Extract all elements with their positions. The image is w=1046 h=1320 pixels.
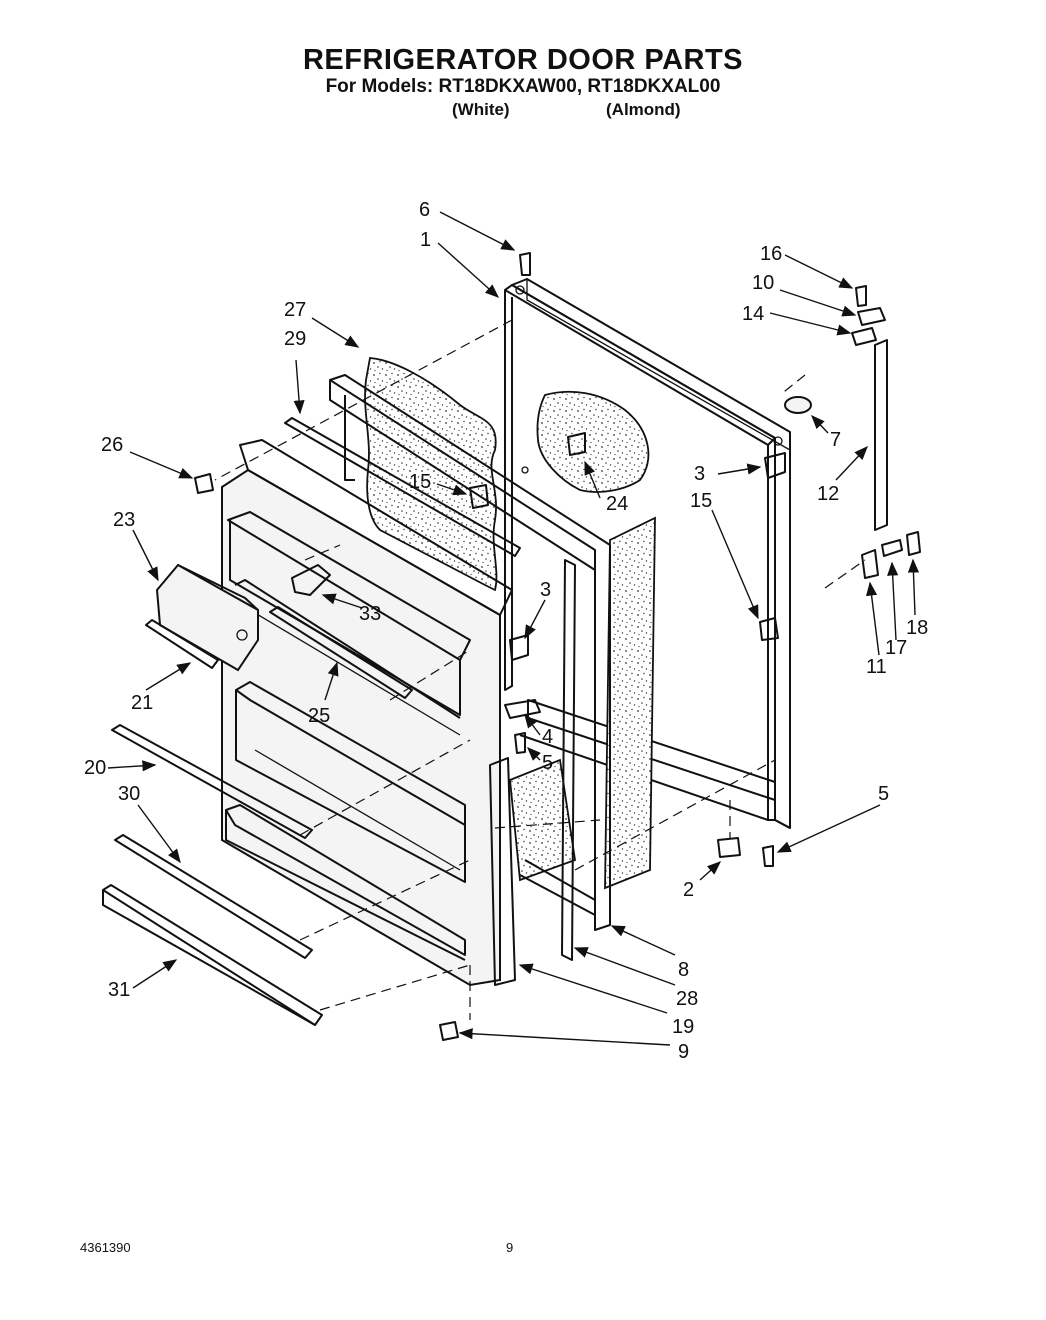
hinge-shim-14 (851, 327, 877, 346)
screw-5-right (762, 845, 774, 867)
callout-30: 30 (118, 783, 140, 805)
callout-4: 4 (542, 726, 553, 748)
callout-20: 20 (84, 757, 106, 779)
callout-5-right: 5 (878, 783, 889, 805)
door-rail-30 (114, 834, 313, 959)
callout-2: 2 (683, 879, 694, 901)
callout-16: 16 (760, 243, 782, 265)
callout-7: 7 (830, 429, 841, 451)
hinge-cap-10 (857, 307, 886, 326)
hole-plug-7 (784, 396, 812, 414)
handle-mount-11 (861, 549, 879, 579)
callout-27: 27 (284, 299, 306, 321)
door-rail-20 (111, 724, 313, 839)
shelf-bar-25 (269, 606, 413, 699)
shelf-clip-33 (291, 564, 331, 596)
callout-11: 11 (866, 656, 887, 678)
screw-26 (194, 473, 214, 494)
callout-12: 12 (817, 483, 839, 505)
door-insulation-strip (604, 516, 656, 890)
callout-26: 26 (101, 434, 123, 456)
hinge-3-left (509, 634, 529, 661)
shelf-retainer-29 (284, 417, 521, 557)
callout-28: 28 (676, 988, 698, 1010)
hinge-plate-4 (504, 699, 541, 719)
cap-18 (906, 531, 921, 556)
callout-8: 8 (678, 959, 689, 981)
models-line: For Models: RT18DKXAW00, RT18DKXAL00 (325, 76, 721, 97)
callout-15-left: 15 (409, 471, 431, 493)
bracket-15-left (469, 484, 489, 509)
screw-5-left (514, 732, 526, 754)
callout-15-right: 15 (690, 490, 712, 512)
lower-foam-strip (509, 758, 576, 882)
callout-18: 18 (906, 617, 928, 639)
variant-almond-label: (Almond) (606, 100, 681, 119)
hinge-bracket-3-right (764, 452, 786, 479)
back-panel-foam (536, 390, 650, 493)
screw-6 (519, 252, 531, 276)
callout-9: 9 (678, 1041, 689, 1063)
callout-1: 1 (420, 229, 431, 251)
callout-24: 24 (606, 493, 628, 515)
callout-5-left: 5 (542, 752, 553, 774)
callout-10: 10 (752, 272, 774, 294)
bracket-15-right (759, 617, 779, 641)
callout-31: 31 (108, 979, 130, 1001)
handle-bar-12 (874, 339, 888, 531)
hinge-bracket-24 (567, 432, 586, 456)
bushing-2 (717, 837, 741, 858)
page-number: 9 (506, 1240, 514, 1255)
dairy-compartment-door (145, 563, 259, 672)
variant-white-label: (White) (452, 100, 510, 119)
callout-3-left: 3 (540, 579, 551, 601)
callout-6: 6 (419, 199, 430, 221)
inner-door-liner (221, 439, 513, 987)
callout-29: 29 (284, 328, 306, 350)
screw-17 (881, 539, 903, 557)
document-number: 4361390 (80, 1240, 131, 1255)
callout-33: 33 (359, 603, 381, 625)
door-trim-19 (489, 757, 516, 986)
callout-23: 23 (113, 509, 135, 531)
door-rail-31 (102, 884, 323, 1026)
callout-19: 19 (672, 1016, 694, 1038)
callout-21: 21 (131, 692, 153, 714)
callout-3-right: 3 (694, 463, 705, 485)
page-title: REFRIGERATOR DOOR PARTS (302, 44, 744, 76)
callout-14: 14 (742, 303, 764, 325)
callout-25: 25 (308, 705, 330, 727)
screw-9 (439, 1021, 459, 1041)
callout-17: 17 (885, 637, 907, 659)
hinge-screw-16 (855, 285, 867, 307)
